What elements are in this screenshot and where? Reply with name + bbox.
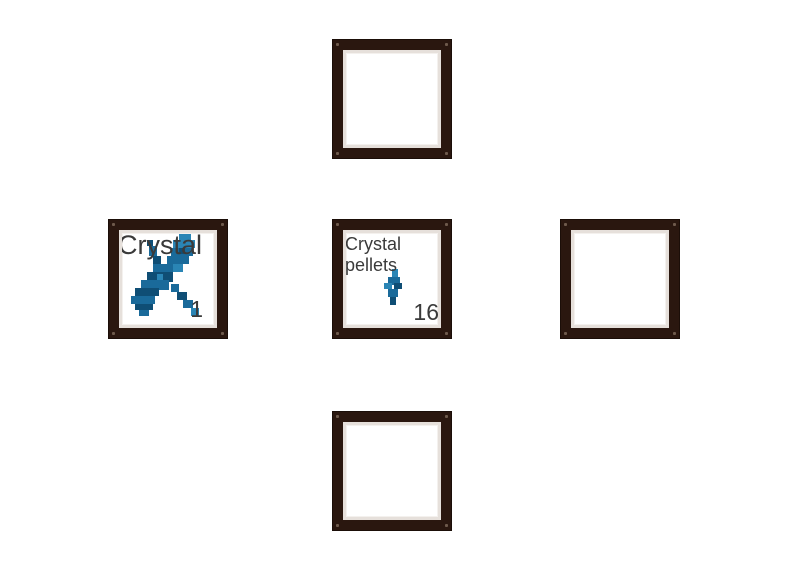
slot-top-inner [343,50,441,148]
rivet [336,332,339,335]
slot-center[interactable]: Crystal pellets 16 [332,219,452,339]
crystal-pellets-icon [384,269,402,305]
rivet [336,152,339,155]
slot-bottom[interactable] [332,411,452,531]
slot-left-inner: Crystal 1 [119,230,217,328]
rivet [445,524,448,527]
item-name: Crystal [119,230,203,260]
rivet [336,524,339,527]
rivet [564,332,567,335]
slot-center-inner: Crystal pellets 16 [343,230,441,328]
slot-right-inner [571,230,669,328]
rivet [336,43,339,46]
rivet [445,332,448,335]
rivet [564,223,567,226]
rivet [673,223,676,226]
item-count: 1 [190,296,203,322]
rivet [221,223,224,226]
rivet [445,223,448,226]
slot-top[interactable] [332,39,452,159]
rivet [112,332,115,335]
item-name: Crystal pellets [345,234,402,275]
crystal-icon [131,234,199,316]
rivet [336,415,339,418]
rivet [336,223,339,226]
rivet [112,223,115,226]
rivet [221,332,224,335]
rivet [445,152,448,155]
slot-bottom-inner [343,422,441,520]
rivet [673,332,676,335]
rivet [445,415,448,418]
item-count: 16 [413,299,439,325]
rivet [445,43,448,46]
slot-left[interactable]: Crystal 1 [108,219,228,339]
slot-right[interactable] [560,219,680,339]
